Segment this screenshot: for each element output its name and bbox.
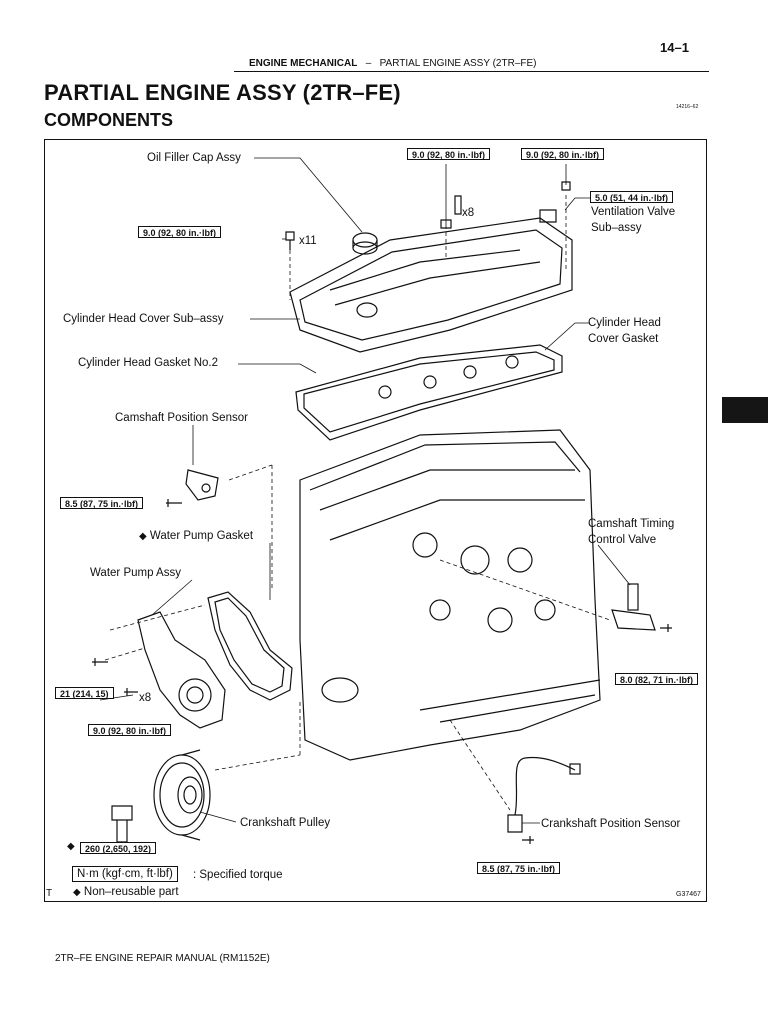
alignment-lines bbox=[104, 195, 611, 811]
cylinder-head-cover bbox=[289, 217, 573, 353]
label-crankshaft-pulley: Crankshaft Pulley bbox=[240, 817, 331, 829]
torque-box-water-pump-large: 21 (214, 15) bbox=[55, 687, 114, 699]
cylinder-head-cover-gasket bbox=[295, 344, 563, 441]
label-oil-filler-cap: Oil Filler Cap Assy bbox=[147, 152, 241, 164]
camshaft-timing-control-valve-drawing bbox=[611, 583, 672, 632]
reference-code: 14216–62 bbox=[676, 104, 699, 110]
label-ventilation-valve-line1: Ventilation Valve bbox=[591, 206, 676, 218]
figure-code: G37467 bbox=[676, 891, 701, 898]
torque-box-ventilation-valve: 5.0 (51, 44 in.·lbf) bbox=[590, 191, 674, 203]
legend-unit-text: : Specified torque bbox=[193, 869, 283, 881]
legend-unit-box: N·m (kgf·cm, ft·lbf) bbox=[72, 866, 178, 882]
torque-box-crank-sensor: 8.5 (87, 75 in.·lbf) bbox=[477, 862, 561, 874]
top-bolts bbox=[285, 181, 571, 250]
qty-x11: x11 bbox=[299, 235, 317, 247]
crankshaft-pulley-drawing bbox=[111, 749, 211, 843]
label-camshaft-timing-valve-line2: Control Valve bbox=[588, 534, 657, 546]
torque-box-cam-timing-valve: 8.0 (82, 71 in.·lbf) bbox=[615, 673, 699, 685]
label-ventilation-valve-line2: Sub–assy bbox=[591, 222, 642, 234]
label-cylinder-head-gasket-no2: Cylinder Head Gasket No.2 bbox=[78, 357, 218, 369]
qty-x8-pump: x8 bbox=[139, 692, 152, 704]
torque-box-camshaft-sensor: 8.5 (87, 75 in.·lbf) bbox=[60, 497, 144, 509]
engine-block bbox=[299, 429, 601, 761]
water-pump-drawing bbox=[92, 611, 226, 729]
breadcrumb-subsection: PARTIAL ENGINE ASSY (2TR–FE) bbox=[379, 58, 537, 69]
torque-box-top-left: 9.0 (92, 80 in.·lbf) bbox=[407, 148, 491, 160]
torque-box-top-right: 9.0 (92, 80 in.·lbf) bbox=[521, 148, 605, 160]
page-number: 14–1 bbox=[660, 40, 689, 55]
label-water-pump-gasket-text: Water Pump Gasket bbox=[149, 530, 254, 542]
crankshaft-position-sensor-drawing bbox=[507, 756, 581, 844]
torque-box-cover-bolts: 9.0 (92, 80 in.·lbf) bbox=[138, 226, 222, 238]
water-pump-gasket-drawing bbox=[207, 591, 293, 701]
torque-box-water-pump-small: 9.0 (92, 80 in.·lbf) bbox=[88, 724, 172, 736]
torque-box-crank-pulley: 260 (2,650, 192) bbox=[80, 842, 157, 854]
header-rule bbox=[234, 71, 709, 72]
page-title: PARTIAL ENGINE ASSY (2TR–FE) bbox=[44, 80, 401, 105]
camshaft-position-sensor-drawing bbox=[166, 469, 219, 507]
label-cylinder-head-cover-gasket-line1: Cylinder Head bbox=[588, 317, 661, 329]
section-tab-marker bbox=[722, 397, 768, 423]
legend-nonreusable-text: Non–reusable part bbox=[83, 886, 179, 898]
breadcrumb-section: ENGINE MECHANICAL bbox=[249, 58, 358, 69]
legend-diamond-icon: ◆ bbox=[73, 887, 81, 898]
corner-mark: T bbox=[46, 888, 53, 899]
crank-pulley-diamond-icon: ◆ bbox=[67, 841, 75, 852]
breadcrumb-separator: – bbox=[365, 58, 372, 69]
label-cylinder-head-cover-gasket-line2: Cover Gasket bbox=[588, 333, 659, 345]
label-water-pump-assy: Water Pump Assy bbox=[90, 567, 181, 579]
legend-nonreusable: ◆ Non–reusable part bbox=[73, 884, 179, 901]
label-crankshaft-position-sensor: Crankshaft Position Sensor bbox=[541, 818, 681, 830]
label-camshaft-position-sensor: Camshaft Position Sensor bbox=[115, 412, 248, 424]
label-camshaft-timing-valve-line1: Camshaft Timing bbox=[588, 518, 675, 530]
nonreusable-diamond-icon: ◆ bbox=[139, 531, 147, 542]
diagram-frame bbox=[44, 139, 707, 902]
page-footer: 2TR–FE ENGINE REPAIR MANUAL (RM1152E) bbox=[55, 953, 270, 964]
label-cylinder-head-cover: Cylinder Head Cover Sub–assy bbox=[63, 313, 224, 325]
label-water-pump-gasket: ◆ Water Pump Gasket bbox=[139, 528, 253, 545]
breadcrumb: ENGINE MECHANICAL – PARTIAL ENGINE ASSY … bbox=[249, 58, 537, 69]
qty-x8-top: x8 bbox=[462, 207, 475, 219]
section-subtitle: COMPONENTS bbox=[44, 110, 174, 130]
leader-lines bbox=[99, 157, 631, 824]
